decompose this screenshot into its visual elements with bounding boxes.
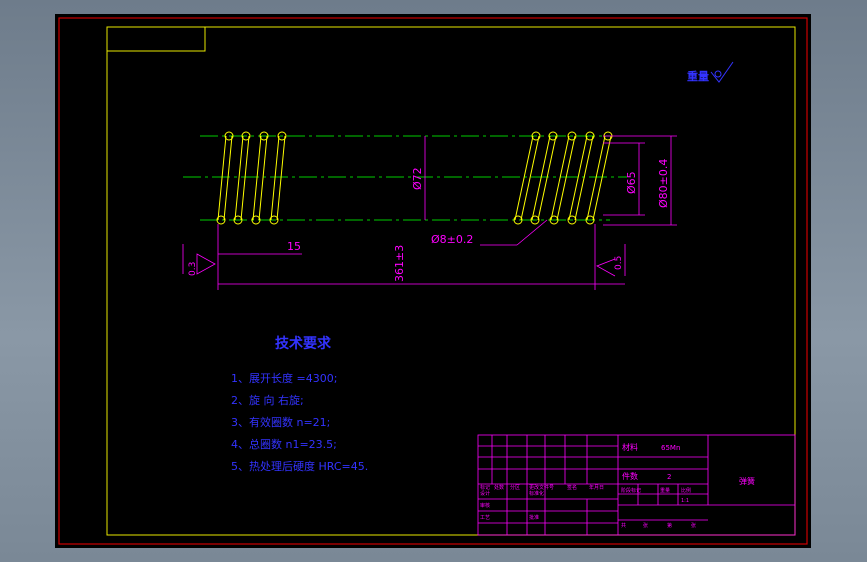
scale-value: 1:1 [681, 498, 689, 504]
coil-section-top [585, 131, 595, 141]
sheet-label-1: 共 [621, 522, 626, 529]
quantity-label: 件数 [622, 471, 638, 481]
coil-wire-back [556, 135, 576, 221]
tech-req-item-1: 1、展开长度 =4300; [231, 371, 337, 385]
coil-wire-back [240, 135, 250, 221]
right-spring-coils [513, 131, 613, 225]
drawing-canvas: 重量 Ø72 Ø6 [55, 14, 811, 548]
coil-wire-back [223, 135, 233, 221]
sign-label-5: 批准 [529, 514, 539, 521]
corner-box [106, 26, 206, 52]
tech-req-item-2: 2、旋 向 右旋; [231, 393, 304, 407]
surface-symbol [710, 61, 734, 83]
coil-section-bottom [567, 215, 577, 225]
coil-wire-front [217, 135, 227, 221]
coil-wire-front [550, 135, 570, 221]
tech-req-item-4: 4、总圈数 n1=23.5; [231, 437, 337, 451]
row-label-6: 年月日 [589, 484, 604, 491]
coil-wire-front [234, 135, 244, 221]
dim-mid-dia: Ø65 [625, 171, 638, 194]
coil-wire-back [537, 135, 557, 221]
coil-section-top [224, 131, 234, 141]
row-label-2: 处数 [494, 484, 504, 491]
surface-note: 重量 [687, 69, 709, 83]
left-spring-coils [216, 131, 287, 225]
surface-symbol-circle [714, 70, 722, 78]
coil-section-top [259, 131, 269, 141]
coil-section-bottom [549, 215, 559, 225]
coil-wire-front [514, 135, 534, 221]
dimension-lines [182, 135, 677, 290]
coil-wire-back [520, 135, 540, 221]
coil-wire-front [586, 135, 606, 221]
stage-label-2: 重量 [660, 487, 670, 494]
tech-req-item-3: 3、有效圈数 n=21; [231, 415, 330, 429]
coil-wire-front [270, 135, 280, 221]
dim-left-gap: 0.3 [188, 262, 198, 276]
stage-label-1: 阶段标记 [621, 487, 641, 494]
dim-outer-dia: Ø80±0.4 [657, 159, 670, 208]
dim-wire-dia: Ø8±0.2 [431, 233, 473, 246]
sign-label-1: 设计 [480, 490, 490, 497]
coil-wire-front [568, 135, 588, 221]
tech-req-title: 技术要求 [275, 335, 332, 352]
title-block-grid [477, 434, 796, 536]
material-label: 材料 [622, 442, 638, 452]
part-name: 弹簧 [739, 476, 755, 486]
inner-frame [106, 26, 796, 536]
sheet-label-3: 第 [667, 522, 672, 529]
right-gap-triangle [596, 258, 616, 277]
tech-req-item-5: 5、热处理后硬度 HRC=45. [231, 459, 368, 473]
dim-free-length: 361±3 [393, 245, 406, 282]
coil-section-top [548, 131, 558, 141]
row-label-4: 更改文件号 [529, 484, 554, 491]
material-value: 65Mn [661, 444, 680, 452]
outer-border [58, 17, 808, 545]
coil-wire-front [252, 135, 262, 221]
sign-label-3: 审核 [480, 502, 490, 509]
coil-section-bottom [513, 215, 523, 225]
dim-right-gap: 0.5 [614, 256, 624, 270]
stage-label-3: 比例 [681, 487, 691, 494]
row-label-1: 标记 [480, 484, 490, 491]
left-gap-triangle [196, 253, 216, 275]
sign-label-2: 标准化 [529, 490, 544, 497]
coil-section-top [277, 131, 287, 141]
coil-wire-back [574, 135, 594, 221]
sign-label-4: 工艺 [480, 515, 490, 521]
sheet-label-2: 张 [643, 522, 648, 529]
row-label-5: 签名 [567, 484, 577, 491]
coil-section-top [531, 131, 541, 141]
cad-drawing: 重量 Ø72 Ø6 [58, 17, 808, 545]
coil-wire-back [276, 135, 286, 221]
dim-left-pitch: 15 [287, 240, 301, 253]
dim-inner-dia: Ø72 [411, 167, 424, 190]
coil-wire-front [531, 135, 551, 221]
coil-section-bottom [233, 215, 243, 225]
coil-wire-back [592, 135, 612, 221]
coil-section-top [567, 131, 577, 141]
coil-section-bottom [269, 215, 279, 225]
sheet-label-4: 张 [691, 522, 696, 529]
coil-wire-back [258, 135, 268, 221]
coil-section-bottom [585, 215, 595, 225]
quantity-value: 2 [667, 473, 671, 481]
coil-section-top [241, 131, 251, 141]
coil-section-bottom [251, 215, 261, 225]
coil-section-bottom [530, 215, 540, 225]
row-label-3: 分区 [510, 484, 520, 491]
coil-section-bottom [216, 215, 226, 225]
